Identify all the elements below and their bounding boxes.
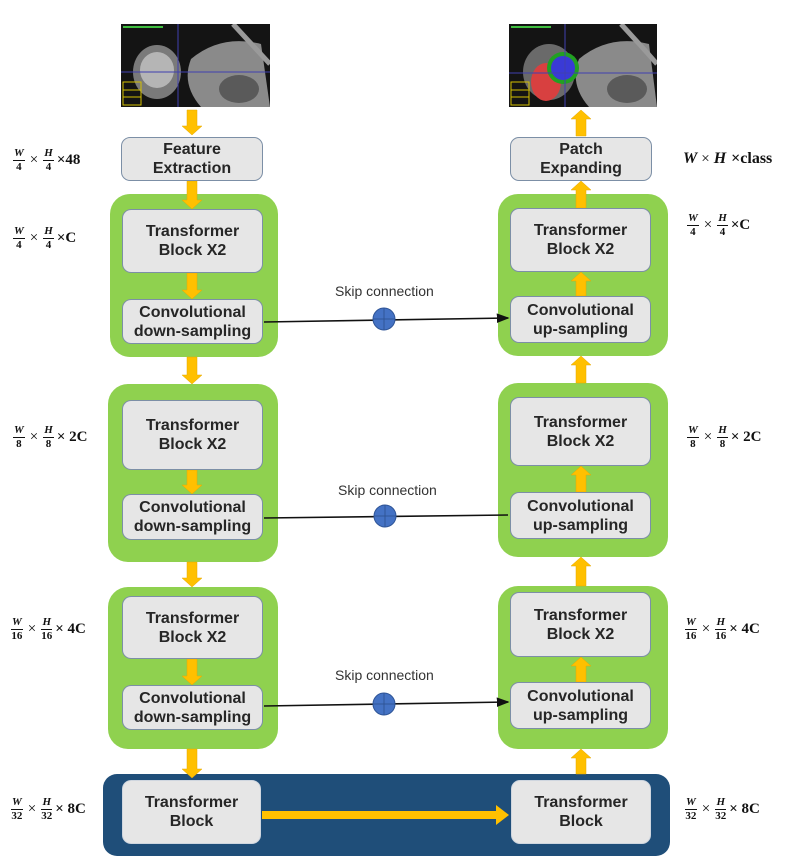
encoder-downsampling-2: Convolutional down-sampling: [122, 494, 263, 540]
up-arrow-6: [570, 556, 592, 587]
up-arrow-3: [570, 271, 592, 297]
decoder-transformer-block-2: Transformer Block X2: [510, 397, 651, 466]
skip-node-1: [372, 307, 396, 331]
skip-node-3: [372, 692, 396, 716]
input-mri-image: [121, 24, 270, 107]
up-arrow-1: [570, 109, 592, 137]
output-segmented-image: [509, 24, 657, 107]
skip-connection-label-2: Skip connection: [338, 482, 437, 498]
bottleneck-encoder-transformer-block: Transformer Block: [122, 780, 261, 844]
encoder-transformer-block-2: Transformer Block X2: [122, 400, 263, 470]
skip-node-2: [373, 504, 397, 528]
decoder-upsampling-1: Convolutional up-sampling: [510, 296, 651, 343]
dim-right-output: W×H×class: [683, 150, 773, 167]
down-arrow-3: [181, 272, 203, 300]
decoder-transformer-block-3: Transformer Block X2: [510, 592, 651, 657]
bottleneck-decoder-transformer-block: Transformer Block: [511, 780, 651, 844]
decoder-upsampling-2: Convolutional up-sampling: [510, 492, 651, 539]
skip-connection-label-3: Skip connection: [335, 667, 434, 683]
encoder-transformer-block-1: Transformer Block X2: [122, 209, 263, 273]
up-arrow-5: [570, 465, 592, 493]
decoder-transformer-block-1: Transformer Block X2: [510, 208, 651, 272]
up-arrow-2: [570, 180, 592, 209]
encoder-transformer-block-3: Transformer Block X2: [122, 596, 263, 659]
decoder-upsampling-3: Convolutional up-sampling: [510, 682, 651, 729]
up-arrow-4: [570, 355, 592, 384]
encoder-downsampling-3: Convolutional down-sampling: [122, 685, 263, 730]
down-arrow-1: [181, 109, 203, 136]
skip-connection-label-1: Skip connection: [335, 283, 434, 299]
encoder-downsampling-1: Convolutional down-sampling: [122, 299, 263, 344]
up-arrow-8: [570, 748, 592, 775]
up-arrow-7: [570, 656, 592, 683]
bottleneck-arrow: [262, 805, 509, 825]
output-mri-graphic: [509, 24, 657, 107]
feature-extraction-box: Feature Extraction: [121, 137, 263, 181]
down-arrow-8: [181, 748, 203, 779]
down-arrow-2: [181, 180, 203, 210]
down-arrow-5: [181, 469, 203, 495]
down-arrow-4: [181, 356, 203, 385]
patch-expanding-box: Patch Expanding: [510, 137, 652, 181]
down-arrow-6: [181, 561, 203, 588]
input-mri-graphic: [121, 24, 270, 107]
down-arrow-7: [181, 658, 203, 686]
